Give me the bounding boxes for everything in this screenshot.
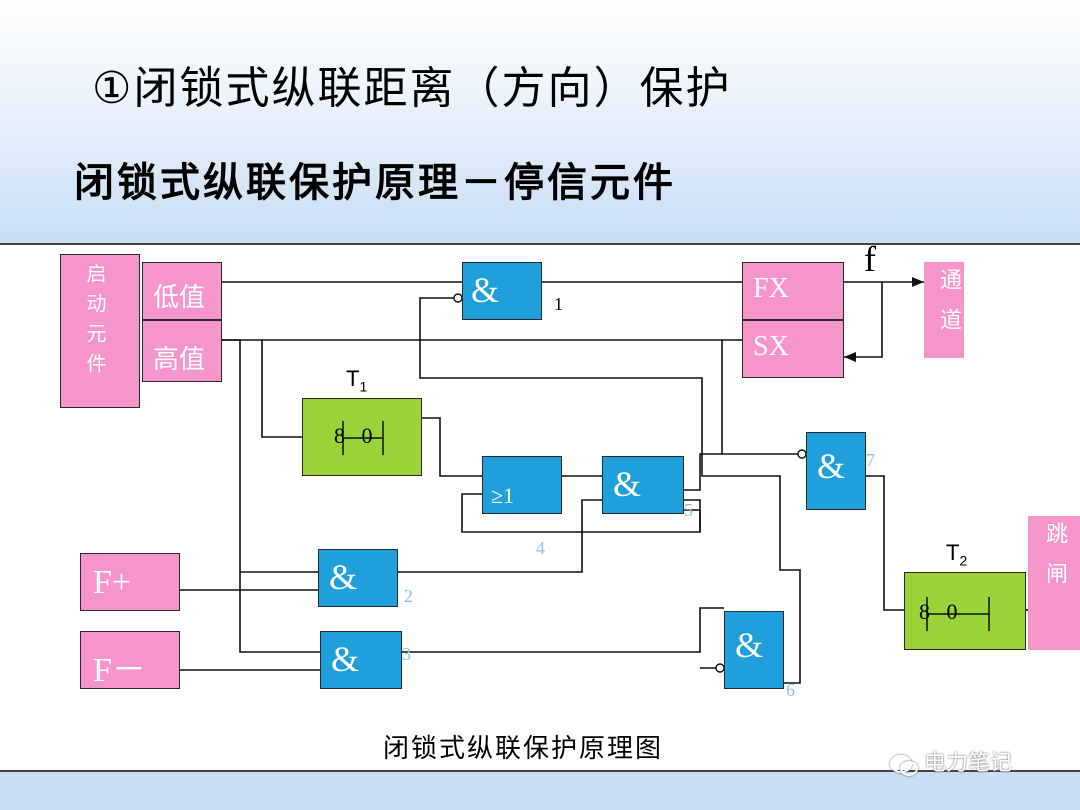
gate-number-2: 2: [404, 586, 413, 606]
f-plus-block: F+: [80, 553, 180, 611]
t2-timer-symbol: [926, 597, 990, 631]
and-gate-3-symbol: &: [331, 639, 360, 679]
high-value-label: 高值: [153, 345, 206, 375]
channel-block: 通道: [924, 262, 964, 358]
t2-timer-value: 8 0: [919, 599, 958, 624]
and-gate-7: &: [806, 432, 866, 510]
start-element-block: 启动元件: [60, 254, 140, 408]
and-gate-6: &: [724, 611, 784, 689]
t2-label: T2: [946, 540, 968, 569]
fx-label: FX: [753, 273, 789, 304]
f-minus-label: F－: [93, 652, 146, 689]
gate-number-4: 4: [536, 538, 545, 558]
and-gate-5-symbol: &: [613, 464, 642, 504]
low-value-label: 低值: [153, 283, 206, 313]
t2-timer-block: 8 0: [904, 572, 1026, 650]
t1-timer-symbol: [342, 421, 384, 455]
diagram-caption: 闭锁式纵联保护原理图: [383, 734, 664, 764]
and-gate-1-symbol: &: [471, 270, 500, 310]
gate-number-7: 7: [866, 450, 875, 470]
t1-timer-block: 8 0: [302, 398, 422, 476]
and-gate-2: &: [318, 549, 398, 607]
and-gate-3: &: [320, 631, 402, 689]
wechat-icon: [890, 753, 918, 776]
fx-block: FX: [742, 262, 844, 320]
start-element-label: 启动元件: [83, 263, 107, 383]
slide-subtitle: 闭锁式纵联保护原理－停信元件: [74, 160, 676, 206]
t1-timer-value: 8 0: [334, 423, 373, 448]
gate-number-1: 1: [554, 294, 563, 314]
or-gate-4: ≥1: [482, 456, 562, 514]
trip-label: 跳闸: [1042, 522, 1067, 602]
f-plus-label: F+: [93, 564, 132, 601]
and-gate-5: &: [602, 456, 684, 514]
low-value-block: 低值: [142, 262, 222, 320]
or-gate-symbol: ≥1: [491, 483, 515, 508]
trip-block: 跳闸: [1028, 516, 1080, 650]
gate-number-5: 5: [684, 500, 693, 520]
channel-label: 通道: [936, 268, 961, 348]
and-gate-2-symbol: &: [329, 557, 358, 597]
watermark-text: 电力笔记: [924, 751, 1013, 776]
sx-block: SX: [742, 320, 844, 378]
slide-title: ①闭锁式纵联距离（方向）保护: [92, 63, 732, 114]
and-gate-7-symbol: &: [817, 446, 846, 486]
watermark: 电力笔记: [890, 745, 1012, 777]
high-value-block: 高值: [142, 320, 222, 382]
and-gate-1: &: [462, 262, 542, 320]
gate-number-3: 3: [402, 644, 411, 664]
t1-label: T1: [346, 366, 368, 395]
f-signal-label: f: [864, 239, 876, 279]
and-gate-6-symbol: &: [735, 625, 764, 665]
gate-number-6: 6: [786, 680, 795, 700]
sx-label: SX: [753, 331, 789, 362]
f-minus-block: F－: [80, 631, 180, 689]
